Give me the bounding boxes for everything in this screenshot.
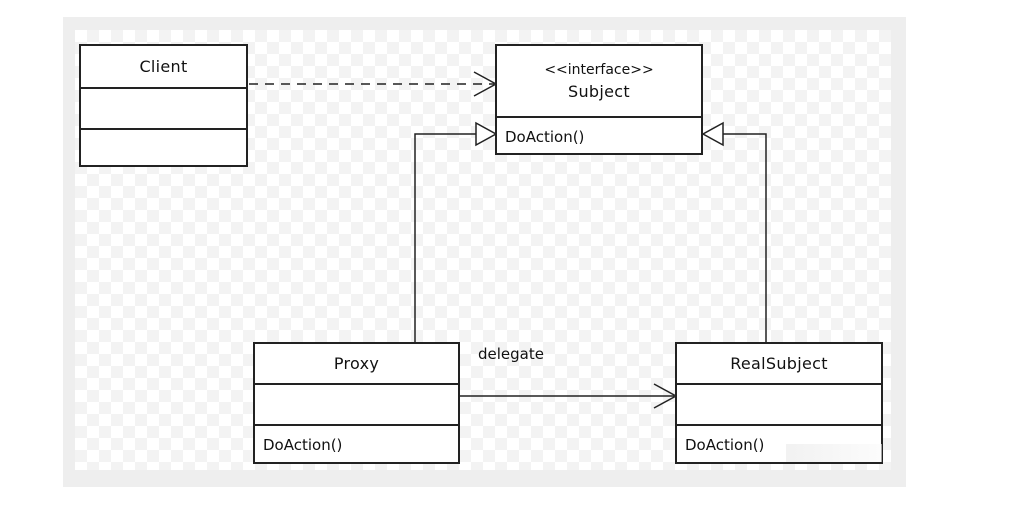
realsubject-subject-realization-arrowhead <box>701 121 724 147</box>
proxy-subject-realization-line <box>414 133 476 343</box>
class-proxy-operations-compartment: DoAction() <box>255 424 458 462</box>
class-proxy-attributes-compartment <box>255 383 458 424</box>
class-real-subject-name-compartment: RealSubject <box>677 344 881 383</box>
class-subject-name: Subject <box>568 81 630 101</box>
class-real-subject[interactable]: RealSubject DoAction() <box>675 342 883 464</box>
class-client-name-compartment: Client <box>81 46 246 87</box>
class-client-name: Client <box>139 57 188 76</box>
class-real-subject-attributes-compartment <box>677 383 881 424</box>
proxy-subject-realization-arrowhead <box>475 121 498 147</box>
watermark-smudge <box>786 444 882 462</box>
class-client[interactable]: Client <box>79 44 248 167</box>
class-subject[interactable]: <<interface>> Subject DoAction() <box>495 44 703 155</box>
class-proxy-operation: DoAction() <box>263 436 343 454</box>
realsubject-subject-realization-line <box>723 133 767 343</box>
class-real-subject-name: RealSubject <box>730 354 828 373</box>
class-subject-name-compartment: <<interface>> Subject <box>497 46 701 116</box>
class-subject-operations-compartment: DoAction() <box>497 116 701 153</box>
class-client-attributes-compartment <box>81 87 246 128</box>
class-proxy-name: Proxy <box>333 354 380 373</box>
class-proxy[interactable]: Proxy DoAction() <box>253 342 460 464</box>
class-subject-operation: DoAction() <box>505 128 585 146</box>
class-proxy-name-compartment: Proxy <box>255 344 458 383</box>
class-real-subject-operation: DoAction() <box>685 436 765 454</box>
class-client-operations-compartment <box>81 128 246 165</box>
delegate-label: delegate <box>478 345 544 363</box>
class-real-subject-operations-compartment: DoAction() <box>677 424 881 462</box>
class-subject-stereotype: <<interface>> <box>544 61 654 78</box>
